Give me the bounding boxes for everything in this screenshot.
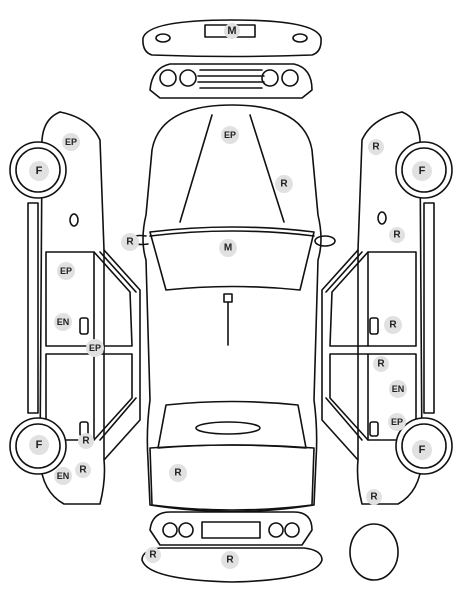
svg-text:R: R (370, 492, 378, 503)
spare-wheel (349, 523, 399, 581)
svg-text:R: R (126, 237, 134, 248)
svg-text:EN: EN (57, 317, 70, 327)
marker-right-rear-door-b[interactable]: EP (388, 413, 406, 431)
svg-text:R: R (174, 468, 182, 479)
svg-text:EP: EP (65, 137, 77, 147)
svg-text:R: R (149, 550, 157, 561)
car-body (129, 104, 336, 513)
svg-text:EP: EP (60, 266, 72, 276)
left-side-view (9, 111, 141, 505)
svg-text:R: R (280, 179, 288, 190)
svg-text:R: R (79, 465, 87, 476)
marker-front-bumper[interactable]: M (224, 23, 240, 39)
marker-rear-bumper-left[interactable]: R (145, 547, 161, 563)
svg-text:R: R (82, 436, 90, 447)
marker-left-rear-quarter-b[interactable]: R (75, 462, 91, 478)
marker-right-sill[interactable]: R (373, 356, 389, 372)
svg-text:F: F (419, 165, 426, 177)
marker-left-rear-door[interactable]: R (78, 433, 94, 449)
marker-right-rear-quarter[interactable]: R (366, 489, 382, 505)
marker-left-rear-quarter-a[interactable]: EN (54, 467, 72, 485)
svg-text:R: R (226, 555, 234, 566)
marker-windshield[interactable]: M (219, 239, 237, 257)
svg-text:F: F (36, 165, 43, 177)
svg-text:R: R (393, 230, 401, 241)
marker-left-sill[interactable]: EP (86, 339, 104, 357)
marker-left-front-door-b[interactable]: EN (54, 313, 72, 331)
marker-right-mirror[interactable]: R (389, 227, 405, 243)
svg-text:M: M (224, 243, 232, 254)
marker-mirror-left[interactable]: R (121, 233, 139, 251)
marker-trunk[interactable]: R (169, 464, 187, 482)
marker-left-rear-wheel[interactable]: F (29, 435, 49, 455)
marker-left-front-wheel[interactable]: F (29, 161, 49, 181)
marker-rear-bumper-center[interactable]: R (221, 551, 239, 569)
marker-right-rear-wheel[interactable]: F (412, 440, 432, 460)
svg-text:EP: EP (89, 343, 101, 353)
marker-hood[interactable]: EP (221, 126, 239, 144)
svg-text:F: F (36, 439, 43, 451)
svg-text:R: R (389, 320, 397, 331)
marker-right-front-wheel[interactable]: F (412, 161, 432, 181)
rear-lights (149, 511, 313, 546)
svg-text:R: R (372, 142, 380, 153)
marker-right-front-fender[interactable]: R (368, 139, 384, 155)
right-side-view (321, 111, 453, 505)
front-grille (149, 63, 313, 99)
svg-text:EP: EP (391, 417, 403, 427)
svg-text:F: F (419, 444, 426, 456)
svg-text:M: M (227, 25, 236, 37)
marker-right-front-door[interactable]: R (384, 316, 402, 334)
marker-left-front-fender[interactable]: EP (62, 133, 80, 151)
marker-hood-right[interactable]: R (275, 175, 293, 193)
svg-text:R: R (377, 359, 385, 370)
svg-text:EN: EN (392, 384, 405, 394)
marker-right-rear-door-a[interactable]: EN (389, 380, 407, 398)
svg-text:EN: EN (57, 471, 70, 481)
svg-text:EP: EP (224, 130, 236, 140)
marker-left-front-door-a[interactable]: EP (57, 262, 75, 280)
